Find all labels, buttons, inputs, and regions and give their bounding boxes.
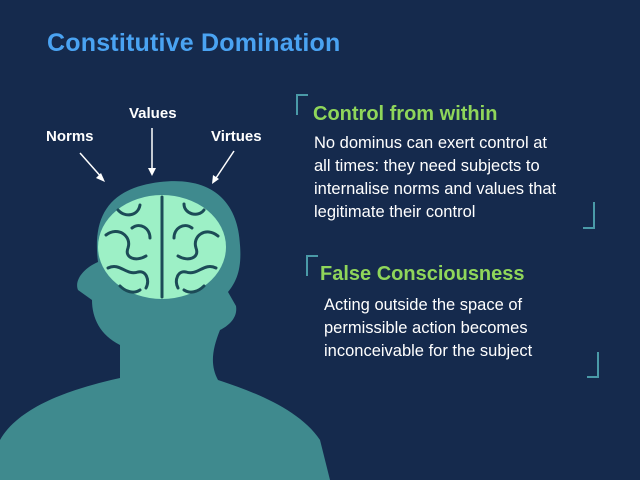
virtues-arrow-icon	[212, 150, 235, 184]
box1-line: No dominus can exert control at	[314, 134, 547, 152]
box2-body: Acting outside the space of permissible …	[324, 294, 604, 363]
box2-line: inconceivable for the subject	[324, 342, 533, 360]
box1-line: internalise norms and values that	[314, 180, 557, 198]
box1-body: No dominus can exert control at all time…	[314, 132, 594, 224]
values-label: Values	[129, 105, 177, 122]
box1-heading: Control from within	[313, 103, 498, 125]
box2-bottom-bracket-icon	[587, 352, 599, 378]
values-arrow-icon	[148, 128, 156, 176]
box1-top-bracket-icon	[296, 94, 308, 115]
box1-line: all times: they need subjects to	[314, 157, 540, 175]
norms-arrow-icon	[79, 152, 105, 182]
box2-heading: False Consciousness	[320, 263, 525, 285]
brain-icon	[98, 195, 226, 299]
box1-line: legitimate their control	[314, 203, 476, 221]
head-silhouette-icon	[0, 181, 330, 480]
box2-top-bracket-icon	[306, 255, 318, 276]
box2-line: Acting outside the space of	[324, 296, 523, 314]
page-title: Constitutive Domination	[47, 29, 341, 57]
box2-line: permissible action becomes	[324, 319, 528, 337]
box1-bottom-bracket-icon	[583, 202, 595, 229]
norms-label: Norms	[46, 128, 94, 145]
virtues-label: Virtues	[211, 128, 262, 145]
